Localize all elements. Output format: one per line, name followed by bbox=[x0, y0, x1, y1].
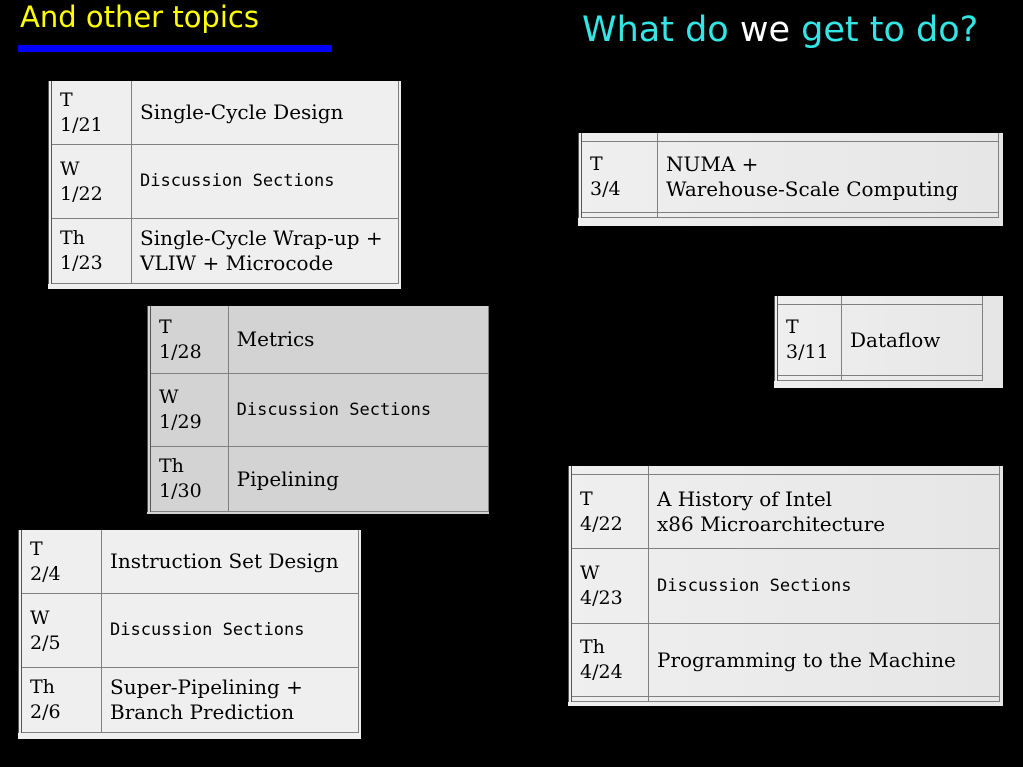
day-label: T bbox=[580, 487, 593, 510]
title-right-part2: we bbox=[739, 10, 791, 50]
day-date-cell: T 3/4 bbox=[578, 141, 658, 213]
day-label: Th bbox=[159, 455, 184, 477]
date-label: 2/5 bbox=[30, 631, 61, 654]
day-label: W bbox=[60, 157, 80, 180]
day-date-cell: Th 4/24 bbox=[568, 623, 649, 697]
table-row: Th 1/23 Single-Cycle Wrap-up +VLIW + Micr… bbox=[48, 218, 399, 284]
title-right-part1: What do bbox=[582, 10, 729, 50]
day-date-cell: Th 2/6 bbox=[18, 667, 102, 733]
table-row: Th 2/6 Super-Pipelining +Branch Predictio… bbox=[18, 667, 359, 733]
day-label: Th bbox=[60, 227, 85, 249]
slide-title-right: What do we get to do? bbox=[582, 8, 978, 52]
day-date-cell: Th 1/30 bbox=[147, 446, 229, 512]
day-label: T bbox=[159, 315, 172, 338]
slide-title-left: And other topics bbox=[20, 0, 259, 34]
day-date-cell: W 4/23 bbox=[568, 548, 649, 624]
topic-cell: Discussion Sections bbox=[101, 593, 359, 668]
topic-line: x86 Microarchitecture bbox=[657, 511, 886, 536]
day-date-cell: W 1/29 bbox=[147, 373, 229, 447]
topic-line: VLIW + Microcode bbox=[140, 251, 334, 275]
date-label: 1/30 bbox=[159, 480, 202, 502]
date-label: 4/22 bbox=[580, 512, 623, 535]
day-label: T bbox=[590, 153, 603, 175]
table-row: T 3/4 NUMA +Warehouse-Scale Computing bbox=[578, 141, 999, 213]
date-label: 1/21 bbox=[60, 113, 103, 136]
topic-cell: Pipelining bbox=[227, 446, 489, 512]
day-label: Th bbox=[30, 676, 55, 698]
topic-cell: Discussion Sections bbox=[227, 373, 489, 447]
date-label: 3/4 bbox=[590, 178, 621, 200]
date-label: 1/28 bbox=[159, 340, 202, 363]
day-label: Th bbox=[580, 636, 605, 658]
topic-line: Branch Prediction bbox=[110, 700, 295, 724]
topic-line: Super-Pipelining + bbox=[110, 675, 303, 699]
date-label: 1/22 bbox=[60, 182, 103, 205]
date-label: 4/23 bbox=[580, 587, 623, 609]
topic-cell: Single-Cycle Wrap-up +VLIW + Microcode bbox=[131, 218, 399, 284]
day-label: T bbox=[60, 88, 73, 111]
topic-cell: Discussion Sections bbox=[648, 548, 1000, 624]
date-label: 1/23 bbox=[60, 252, 103, 274]
schedule-snippet-4: T 3/4 NUMA +Warehouse-Scale Computing bbox=[578, 133, 1003, 226]
day-label: T bbox=[786, 316, 799, 338]
title-underline bbox=[18, 45, 332, 52]
topic-line: A History of Intel bbox=[657, 486, 833, 511]
topic-cell: Metrics bbox=[227, 306, 489, 374]
day-label: W bbox=[159, 386, 179, 408]
day-date-cell: T 3/11 bbox=[774, 304, 842, 376]
date-label: 3/11 bbox=[786, 341, 829, 363]
day-label: W bbox=[30, 606, 50, 629]
topic-cell: Programming to the Machine bbox=[648, 623, 1000, 697]
date-label: 2/6 bbox=[30, 701, 61, 723]
topic-cell: Dataflow bbox=[841, 304, 983, 376]
topic-line: Single-Cycle Wrap-up + bbox=[140, 226, 383, 250]
date-label: 2/4 bbox=[30, 562, 61, 585]
title-right-part3: get to do? bbox=[801, 10, 979, 50]
day-date-cell: Th 1/23 bbox=[48, 218, 132, 284]
table-row: T 3/11 Dataflow bbox=[774, 304, 983, 376]
day-label: T bbox=[30, 537, 43, 560]
date-label: 4/24 bbox=[580, 661, 623, 683]
topic-cell: Single-Cycle Design bbox=[131, 81, 399, 145]
day-label: W bbox=[580, 562, 600, 584]
topic-cell: Super-Pipelining +Branch Prediction bbox=[101, 667, 359, 733]
schedule-snippet-5: T 3/11 Dataflow bbox=[774, 296, 1003, 388]
table-row: W 1/29 Discussion Sections bbox=[147, 373, 489, 447]
date-label: 1/29 bbox=[159, 411, 202, 433]
topic-line: NUMA + bbox=[666, 152, 759, 176]
topic-line: Warehouse-Scale Computing bbox=[666, 177, 959, 201]
topic-cell: Instruction Set Design bbox=[101, 530, 359, 594]
table-row: Th 4/24 Programming to the Machine bbox=[568, 623, 1000, 697]
topic-cell: Discussion Sections bbox=[131, 144, 399, 219]
table-row: Th 1/30 Pipelining bbox=[147, 446, 489, 512]
topic-cell: NUMA +Warehouse-Scale Computing bbox=[657, 141, 999, 213]
table-row: W 4/23 Discussion Sections bbox=[568, 548, 1000, 624]
